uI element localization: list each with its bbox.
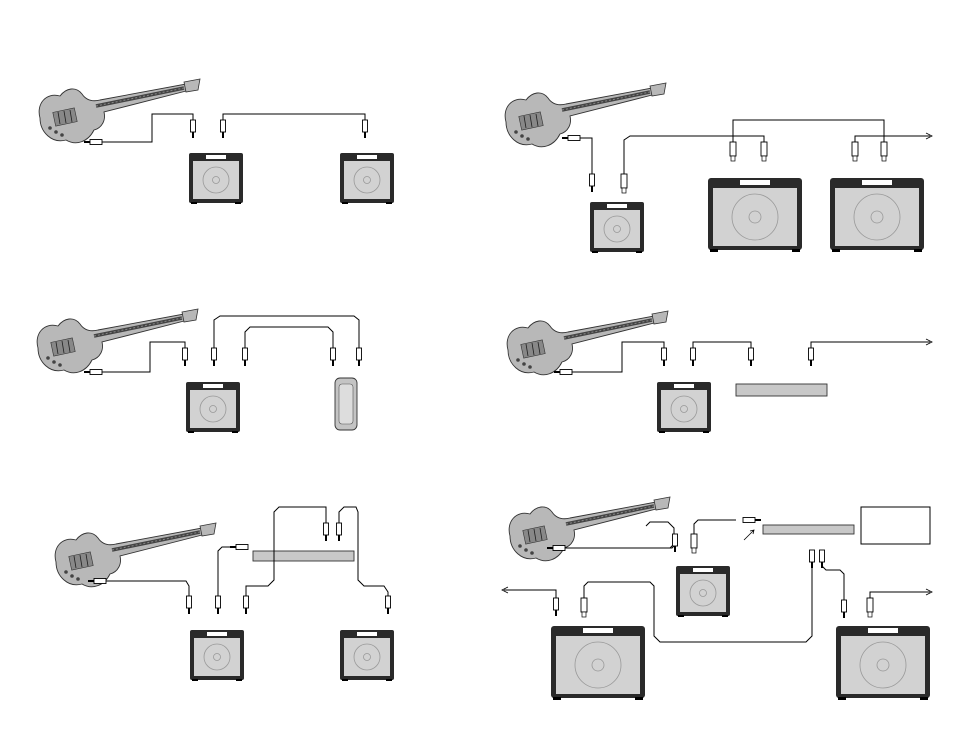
- electric-guitar-icon: [55, 523, 216, 587]
- quarter-inch-plug-icon: [554, 370, 572, 375]
- diagram-4: [507, 311, 932, 433]
- quarter-inch-plug-icon: [820, 550, 825, 568]
- quarter-inch-plug-icon: [84, 370, 102, 375]
- guitar-cabinet-icon: [551, 626, 645, 700]
- quarter-inch-plug-icon: [809, 348, 814, 366]
- rack-effects-unit-icon: [736, 384, 827, 396]
- diagram-1: [39, 79, 394, 204]
- cable: [223, 114, 365, 120]
- rack-effects-unit-icon: [253, 551, 354, 561]
- xlr-plug-icon: [852, 142, 858, 161]
- guitar-amp-icon: [186, 382, 240, 433]
- electric-guitar-icon: [509, 497, 670, 561]
- cable: [560, 342, 664, 372]
- quarter-inch-plug-icon: [386, 596, 391, 614]
- quarter-inch-plug-icon: [84, 140, 102, 145]
- xlr-plug-icon: [881, 142, 887, 161]
- cable: [624, 136, 764, 174]
- pointer-arrow-icon: [744, 530, 754, 540]
- electric-guitar-icon: [505, 83, 666, 147]
- quarter-inch-plug-icon: [221, 120, 226, 138]
- cable: [855, 136, 930, 142]
- xlr-plug-icon: [867, 598, 873, 617]
- guitar-amp-icon: [657, 382, 711, 433]
- cable: [822, 550, 844, 600]
- xlr-plug-icon: [691, 534, 697, 553]
- cable: [214, 316, 359, 348]
- guitar-amp-icon: [590, 202, 644, 253]
- cable: [811, 342, 930, 348]
- cable: [733, 120, 884, 142]
- quarter-inch-plug-icon: [363, 120, 368, 138]
- electric-guitar-icon: [507, 311, 668, 375]
- quarter-inch-plug-icon: [749, 348, 754, 366]
- diagram-6: [502, 497, 932, 700]
- guitar-amp-icon: [340, 153, 394, 204]
- quarter-inch-plug-icon: [673, 534, 678, 552]
- cable: [245, 327, 333, 348]
- quarter-inch-plug-icon: [191, 120, 196, 138]
- quarter-inch-plug-icon: [810, 550, 815, 568]
- guitar-cabinet-icon: [708, 178, 802, 252]
- xlr-plug-icon: [581, 598, 587, 617]
- cable: [90, 342, 185, 372]
- quarter-inch-plug-icon: [562, 136, 580, 141]
- electric-guitar-icon: [39, 79, 200, 143]
- quarter-inch-plug-icon: [590, 174, 595, 192]
- guitar-amp-icon: [676, 566, 730, 617]
- cable: [504, 590, 556, 598]
- quarter-inch-plug-icon: [244, 596, 249, 614]
- guitar-cabinet-icon: [830, 178, 924, 252]
- cable: [568, 138, 592, 174]
- xlr-plug-icon: [730, 142, 736, 161]
- cable: [94, 581, 189, 596]
- diagram-5: [55, 507, 394, 681]
- cable: [90, 114, 193, 142]
- quarter-inch-plug-icon: [357, 348, 362, 366]
- quarter-inch-plug-icon: [842, 600, 847, 618]
- guitar-cabinet-icon: [836, 626, 930, 700]
- quarter-inch-plug-icon: [662, 348, 667, 366]
- cable: [870, 592, 930, 598]
- quarter-inch-plug-icon: [243, 348, 248, 366]
- quarter-inch-plug-icon: [216, 596, 221, 614]
- mixer-box-icon: [861, 507, 930, 544]
- diagram-2: [505, 83, 932, 253]
- cable: [694, 520, 736, 534]
- cable: [218, 547, 230, 596]
- quarter-inch-plug-icon: [554, 598, 559, 616]
- rack-effects-unit-icon: [763, 525, 854, 534]
- quarter-inch-plug-icon: [331, 348, 336, 366]
- guitar-amp-icon: [190, 630, 244, 681]
- quarter-inch-plug-icon: [183, 348, 188, 366]
- quarter-inch-plug-icon: [337, 523, 342, 541]
- volume-pedal-icon: [335, 378, 357, 430]
- electric-guitar-icon: [37, 309, 198, 373]
- diagram-3: [37, 309, 361, 433]
- quarter-inch-plug-icon: [187, 596, 192, 614]
- guitar-amp-icon: [189, 153, 243, 204]
- xlr-plug-icon: [621, 174, 627, 193]
- quarter-inch-plug-icon: [691, 348, 696, 366]
- cable: [693, 342, 751, 348]
- xlr-plug-icon: [761, 142, 767, 161]
- quarter-inch-plug-icon: [324, 523, 329, 541]
- quarter-inch-plug-icon: [212, 348, 217, 366]
- guitar-amp-icon: [340, 630, 394, 681]
